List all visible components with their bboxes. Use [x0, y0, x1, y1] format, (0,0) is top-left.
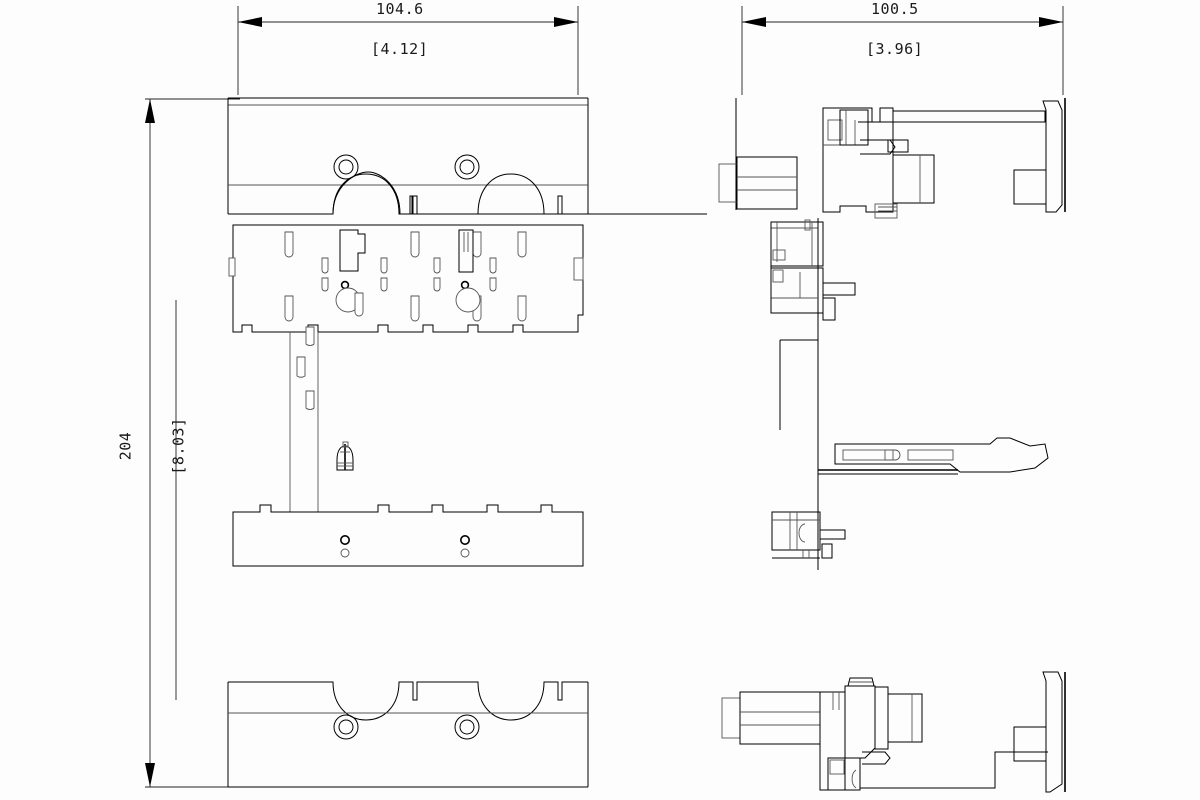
view-side-lower-bracket [771, 511, 846, 559]
dimension-height-left [145, 98, 240, 788]
view-front-bottom-panel [227, 681, 589, 788]
view-front-lower-band [232, 504, 584, 567]
detail-bullet-feature [336, 441, 354, 471]
dimension-width-right [741, 6, 1064, 95]
dimension-width-left [237, 6, 579, 95]
view-front-perforated-plate [228, 224, 584, 333]
dimension-width-right-inch: [3.96] [866, 40, 924, 58]
view-side-latch-rail [817, 340, 1049, 570]
view-side-bottom-connector [721, 671, 1066, 793]
dimension-width-right-mm: 100.5 [871, 0, 919, 18]
dimension-height-left-inch: [8.03] [169, 417, 188, 475]
dimension-height-left-mm: 204 [116, 431, 135, 461]
view-front-top-panel [227, 97, 707, 215]
view-front-middle-channel [289, 326, 354, 512]
view-side-upper-bracket [770, 218, 856, 430]
dimension-width-left-inch: [4.12] [371, 40, 429, 58]
dimension-width-left-mm: 104.6 [376, 0, 424, 18]
view-side-top-connector [718, 98, 1066, 219]
